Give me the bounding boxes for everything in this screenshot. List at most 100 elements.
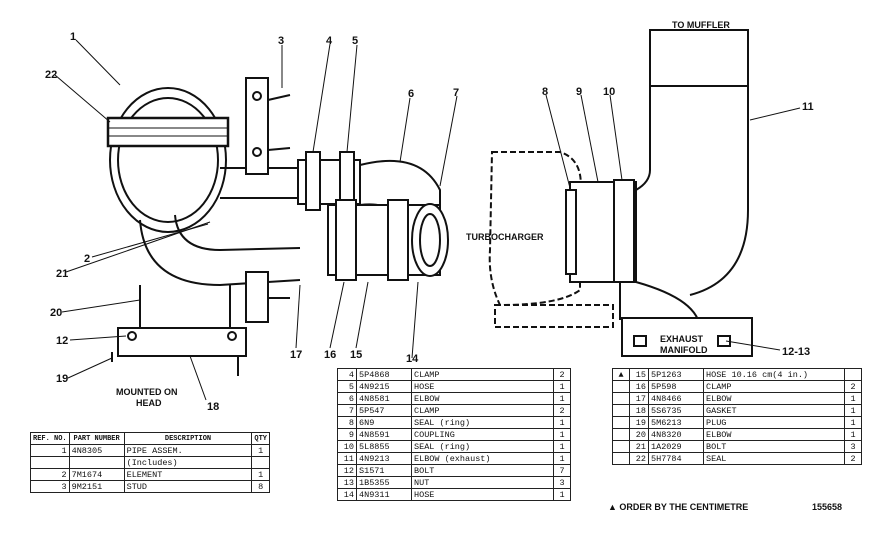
ref-cell: 1 xyxy=(30,444,70,457)
drawing-lines xyxy=(106,29,753,376)
caption-mounted-on-line1: MOUNTED ON xyxy=(116,387,178,397)
ref-cell: 3 xyxy=(30,480,70,493)
description-cell: (Includes) xyxy=(123,456,253,469)
marker-cell xyxy=(612,428,630,441)
qty-cell: 8 xyxy=(251,480,270,493)
part-number-cell: 5P598 xyxy=(648,380,704,393)
callout-9: 9 xyxy=(576,86,582,98)
part-number-cell: 1A2029 xyxy=(648,440,704,453)
table-row: 3 9M2151 STUD 8 xyxy=(30,480,270,493)
part-number-cell: 1B5355 xyxy=(356,476,412,489)
caption-turbocharger: TURBOCHARGER xyxy=(466,232,544,242)
callout-4: 4 xyxy=(326,35,333,47)
description-cell: SEAL (ring) xyxy=(411,416,554,429)
caption-exhaust-manifold-line2: MANIFOLD xyxy=(660,345,708,355)
callout-15: 15 xyxy=(350,349,362,361)
elbow-6 xyxy=(359,159,441,250)
description-cell: COUPLING xyxy=(411,428,554,441)
qty-cell: 1 xyxy=(553,452,571,465)
part-number-cell: 7M1674 xyxy=(68,468,125,481)
ref-cell: 19 xyxy=(629,416,649,429)
gasket-flange-18 xyxy=(117,327,247,357)
description-cell: ELBOW xyxy=(703,392,845,405)
qty-cell: 1 xyxy=(844,428,862,441)
qty-cell xyxy=(251,456,270,469)
muffler-outlet xyxy=(649,29,749,87)
qty-cell: 1 xyxy=(553,440,571,453)
description-cell: CLAMP xyxy=(411,368,554,381)
table-row: 1 4N8305 PIPE ASSEM. 1 xyxy=(30,444,270,457)
marker-cell xyxy=(612,452,630,465)
part-number-cell: S1571 xyxy=(356,464,412,477)
caption-mounted-on-line2: HEAD xyxy=(136,398,162,408)
part-number-cell: 5M6213 xyxy=(648,416,704,429)
part-number-cell: 5L8855 xyxy=(356,440,412,453)
qty-cell: 2 xyxy=(844,380,862,393)
callout-20: 20 xyxy=(50,307,62,319)
exhaust-elbow-11 xyxy=(635,86,749,296)
ref-cell: 5 xyxy=(337,380,357,393)
part-number-cell: 4N8581 xyxy=(356,392,412,405)
description-cell: SEAL (ring) xyxy=(411,440,554,453)
leader-lines xyxy=(54,39,801,401)
qty-cell: 3 xyxy=(844,440,862,453)
marker-cell xyxy=(612,404,630,417)
description-cell: GASKET xyxy=(703,404,845,417)
seal-10 xyxy=(613,179,635,283)
callout-16: 16 xyxy=(324,349,336,361)
description-cell: BOLT xyxy=(703,440,845,453)
clamp-4 xyxy=(305,151,321,211)
ref-cell: 22 xyxy=(629,452,649,465)
ref-cell: 14 xyxy=(337,488,357,501)
elbow-lower-edge xyxy=(139,219,301,287)
part-number-cell: 5P547 xyxy=(356,404,412,417)
order-by-length-marker: ▲ xyxy=(612,368,630,381)
description-cell: BOLT xyxy=(411,464,554,477)
callout-5: 5 xyxy=(352,35,358,47)
part-number-cell xyxy=(68,456,125,469)
qty-cell: 2 xyxy=(553,404,571,417)
callout-14: 14 xyxy=(406,353,419,365)
ref-cell: 11 xyxy=(337,452,357,465)
ref-cell: 16 xyxy=(629,380,649,393)
ref-cell: 20 xyxy=(629,428,649,441)
caption-to-muffler: TO MUFFLER xyxy=(672,20,730,30)
description-cell: PIPE ASSEM. xyxy=(123,444,253,457)
part-number-cell: 5S6735 xyxy=(648,404,704,417)
qty-cell: 1 xyxy=(553,428,571,441)
ref-cell: 18 xyxy=(629,404,649,417)
callout-1: 1 xyxy=(70,31,76,43)
qty-cell xyxy=(844,368,862,381)
marker-cell xyxy=(612,392,630,405)
marker-cell xyxy=(612,440,630,453)
header-ref: REF. NO. xyxy=(30,432,70,445)
part-number-cell: 4N8466 xyxy=(648,392,704,405)
ref-cell: 9 xyxy=(337,428,357,441)
callout-3: 3 xyxy=(278,35,284,47)
part-number-cell: 4N8320 xyxy=(648,428,704,441)
callout-12: 12 xyxy=(56,335,68,347)
header-description: DESCRIPTION xyxy=(123,432,253,445)
part-number-cell: 4N9213 xyxy=(356,452,412,465)
qty-cell: 1 xyxy=(251,468,270,481)
description-cell: PLUG xyxy=(703,416,845,429)
description-cell: ELBOW xyxy=(411,392,554,405)
seal-band xyxy=(106,116,230,148)
part-number-cell: 4N9215 xyxy=(356,380,412,393)
ref-cell: 6 xyxy=(337,392,357,405)
ref-cell: 8 xyxy=(337,416,357,429)
qty-cell: 1 xyxy=(553,380,571,393)
description-cell: NUT xyxy=(411,476,554,489)
